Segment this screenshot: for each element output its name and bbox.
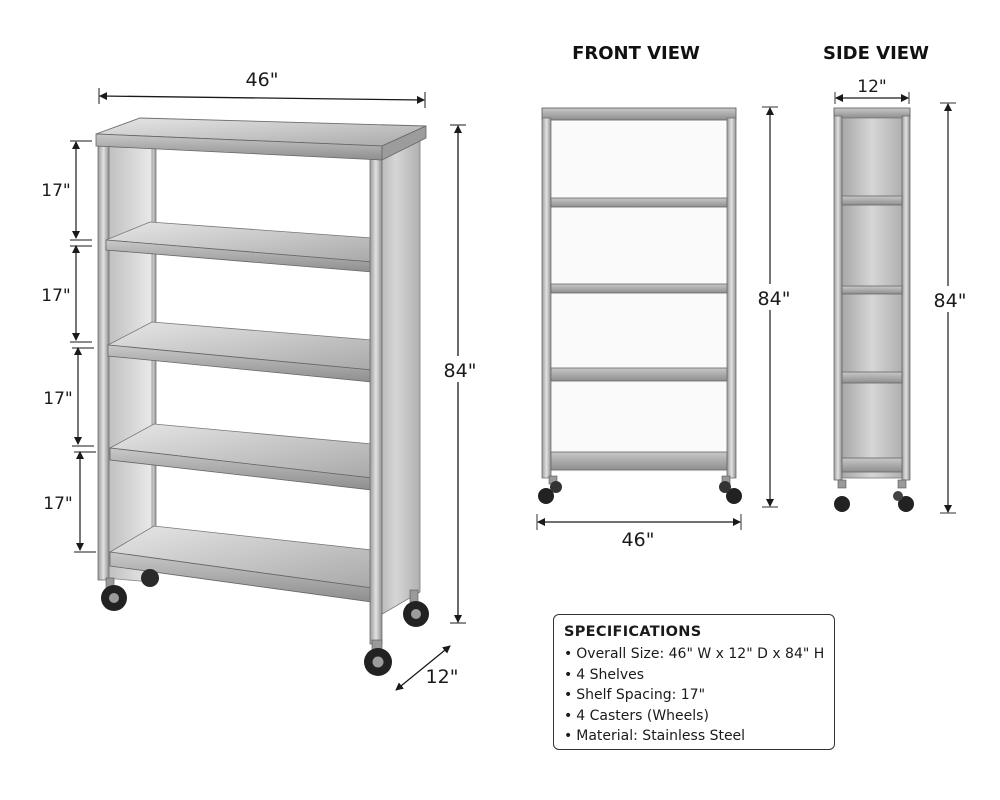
front-view: FRONT VIEW 46" 84" [536, 43, 794, 551]
caster-front-left [101, 577, 127, 611]
front-view-title: FRONT VIEW [572, 43, 700, 64]
spec-item-casters: 4 Casters (Wheels) [564, 706, 824, 727]
shelf-bottom [108, 525, 373, 603]
spec-item-size: Overall Size: 46" W x 12" D x 84" H [564, 644, 824, 665]
side-view: SIDE VIEW 12" 84" [823, 43, 972, 514]
width-dimension-line [99, 92, 425, 104]
spacing-dimensions [70, 140, 96, 553]
specifications-box: SPECIFICATIONS Overall Size: 46" W x 12"… [553, 614, 835, 750]
perspective-height-label: 84" [444, 360, 477, 382]
perspective-width-label: 46" [246, 69, 279, 91]
spec-item-material: Material: Stainless Steel [564, 726, 824, 747]
spacing-label-3: 17" [43, 389, 72, 409]
perspective-view: 46" 84" 12" 17" 17" 17" 17" [41, 69, 480, 691]
spacing-label-2: 17" [41, 286, 70, 306]
caster-back-left [141, 569, 159, 587]
spacing-label-1: 17" [41, 181, 70, 201]
front-height-label: 84" [758, 288, 791, 310]
side-height-label: 84" [934, 290, 967, 312]
spec-item-shelves: 4 Shelves [564, 665, 824, 686]
depth-dimension-line [395, 645, 451, 691]
side-depth-label: 12" [857, 77, 886, 97]
specifications-title: SPECIFICATIONS [564, 624, 702, 640]
side-view-title: SIDE VIEW [823, 43, 929, 64]
perspective-depth-label: 12" [426, 666, 459, 688]
front-width-label: 46" [622, 529, 655, 551]
spec-item-spacing: Shelf Spacing: 17" [564, 685, 824, 706]
caster-back-right [403, 589, 429, 627]
specifications-list: Overall Size: 46" W x 12" D x 84" H 4 Sh… [564, 644, 824, 747]
caster-front-right [364, 639, 392, 676]
spacing-label-4: 17" [43, 494, 72, 514]
